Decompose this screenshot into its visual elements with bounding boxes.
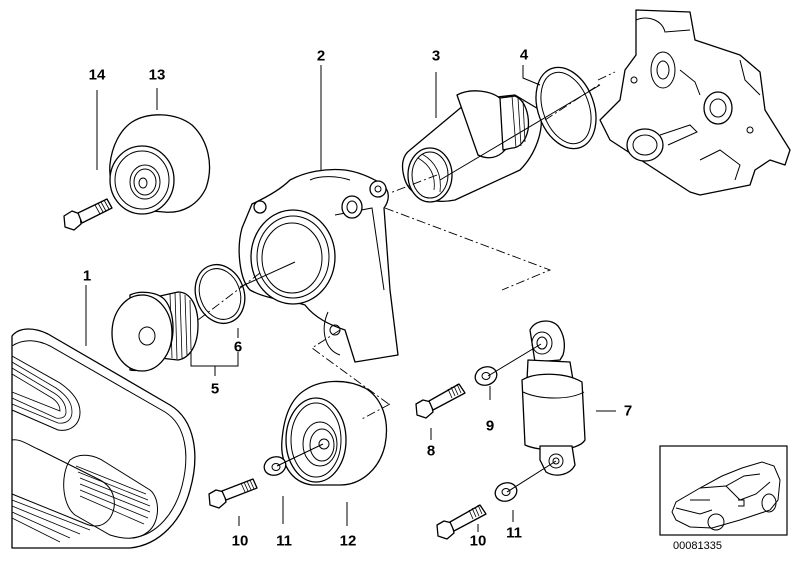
callout-6[interactable]: 6	[233, 338, 243, 356]
part-hydraulic-tensioner-7[interactable]	[521, 320, 586, 476]
callout-9[interactable]: 9	[485, 417, 495, 435]
part-threaded-sleeve-3[interactable]	[401, 90, 542, 203]
callout-11[interactable]: 11	[276, 532, 292, 550]
part-o-ring-6[interactable]	[187, 258, 253, 331]
part-tensioner-bracket-2[interactable]	[238, 168, 399, 363]
part-ribbed-belt[interactable]	[11, 328, 196, 549]
part-pulley-plug-5[interactable]	[111, 291, 199, 372]
callout-10[interactable]: 10	[231, 532, 249, 550]
part-bolt-10[interactable]	[208, 478, 258, 509]
callout-4[interactable]: 4	[519, 46, 529, 64]
assembly-lines	[197, 71, 616, 493]
part-bolt-8[interactable]	[415, 383, 466, 419]
callout-7[interactable]: 7	[623, 402, 633, 420]
vehicle-thumbnail	[659, 445, 788, 536]
diagram-reference-number: 00081335	[673, 540, 722, 552]
callout-1[interactable]: 1	[82, 267, 92, 285]
part-washer-9[interactable]	[473, 364, 500, 388]
part-bolt-10-b[interactable]	[436, 504, 487, 540]
part-bolt-14[interactable]	[63, 198, 113, 231]
leader-lines	[85, 65, 616, 532]
callout-5[interactable]: 5	[210, 380, 220, 398]
car-outline-icon	[671, 461, 781, 531]
callout-10-b[interactable]: 10	[469, 532, 487, 550]
engine-timing-cover	[599, 9, 791, 196]
callout-12[interactable]: 12	[339, 532, 357, 550]
callout-11-b[interactable]: 11	[506, 524, 522, 542]
callout-2[interactable]: 2	[316, 47, 326, 65]
callout-13[interactable]: 13	[148, 66, 166, 84]
callout-3[interactable]: 3	[431, 47, 441, 65]
part-guide-pulley-12[interactable]	[281, 380, 388, 486]
part-idler-pulley-13[interactable]	[109, 114, 211, 215]
callout-14[interactable]: 14	[88, 66, 106, 84]
callout-8[interactable]: 8	[426, 442, 436, 460]
part-o-ring-4[interactable]	[525, 59, 606, 157]
part-washer-11-b[interactable]	[493, 480, 520, 504]
